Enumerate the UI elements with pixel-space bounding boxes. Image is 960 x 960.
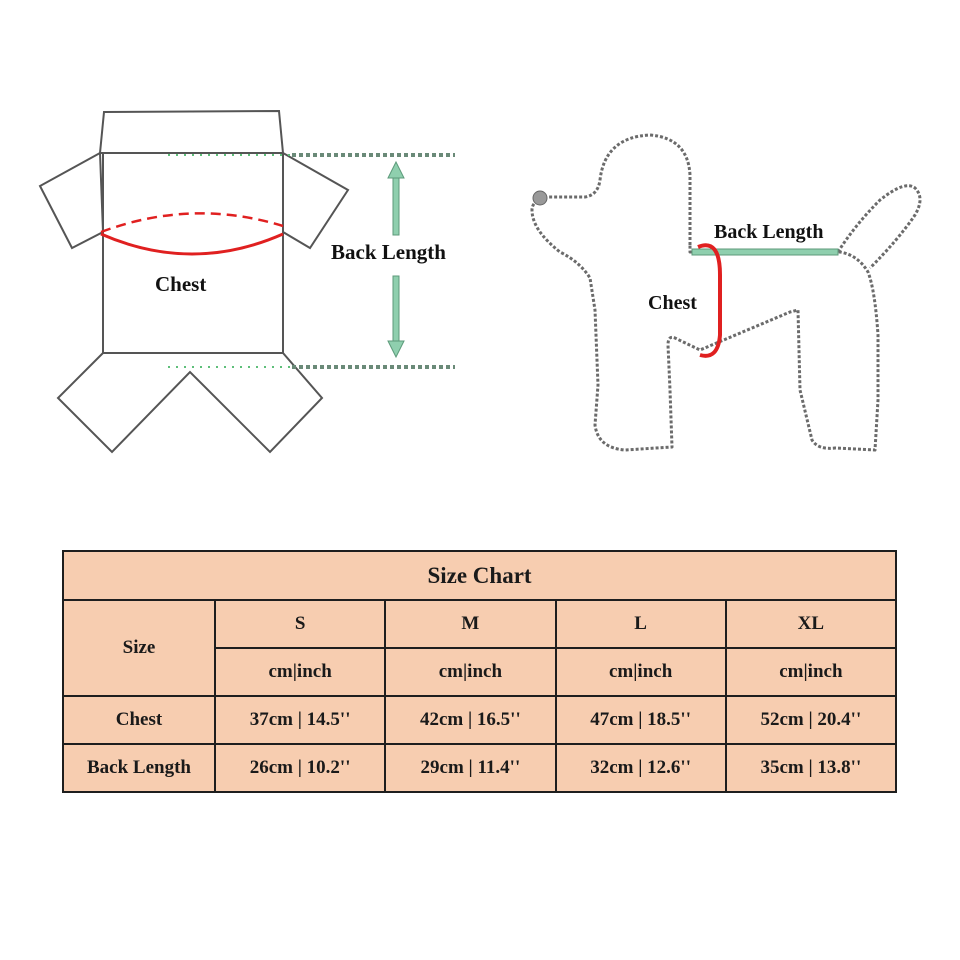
size-chart-table: Size Chart Size S M L XL cm|inch cm|inch… (62, 550, 898, 793)
chest-value-s: 37cm | 14.5'' (213, 695, 387, 745)
table-row-chest: Chest 37cm | 14.5'' 42cm | 16.5'' 47cm |… (62, 695, 898, 745)
chest-value-l: 47cm | 18.5'' (554, 695, 727, 745)
size-label-xl: XL (724, 599, 898, 649)
unit-label-l: cm|inch (554, 647, 727, 697)
back-length-value-m: 29cm | 11.4'' (384, 743, 557, 793)
chest-measure-line (697, 243, 722, 358)
back-length-row-header: Back Length (62, 743, 216, 793)
garment-back-length-label: Back Length (331, 240, 446, 264)
table-row-back-length: Back Length 26cm | 10.2'' 29cm | 11.4'' … (62, 743, 898, 793)
back-length-value-l: 32cm | 12.6'' (554, 743, 727, 793)
unit-label-m: cm|inch (384, 647, 557, 697)
garment-diagram (38, 109, 455, 454)
back-length-value-s: 26cm | 10.2'' (213, 743, 387, 793)
size-label-s: S (213, 599, 387, 649)
unit-label-xl: cm|inch (724, 647, 898, 697)
size-chart-title: Size Chart (62, 550, 897, 601)
chest-row-header: Chest (62, 695, 216, 745)
chest-value-xl: 52cm | 20.4'' (724, 695, 898, 745)
back-length-measure-line (691, 248, 839, 256)
dog-back-length-label: Back Length (714, 221, 824, 243)
chest-measure-line (100, 232, 284, 256)
back-length-value-xl: 35cm | 13.8'' (724, 743, 898, 793)
dog-chest-label: Chest (648, 292, 697, 314)
size-row-header: Size (62, 599, 216, 697)
back-length-arrow-icon (387, 160, 405, 359)
size-label-m: M (384, 599, 557, 649)
garment-chest-label: Chest (155, 272, 207, 296)
size-label-l: L (554, 599, 727, 649)
unit-label-s: cm|inch (213, 647, 387, 697)
chest-value-m: 42cm | 16.5'' (384, 695, 557, 745)
dog-diagram (530, 133, 922, 452)
